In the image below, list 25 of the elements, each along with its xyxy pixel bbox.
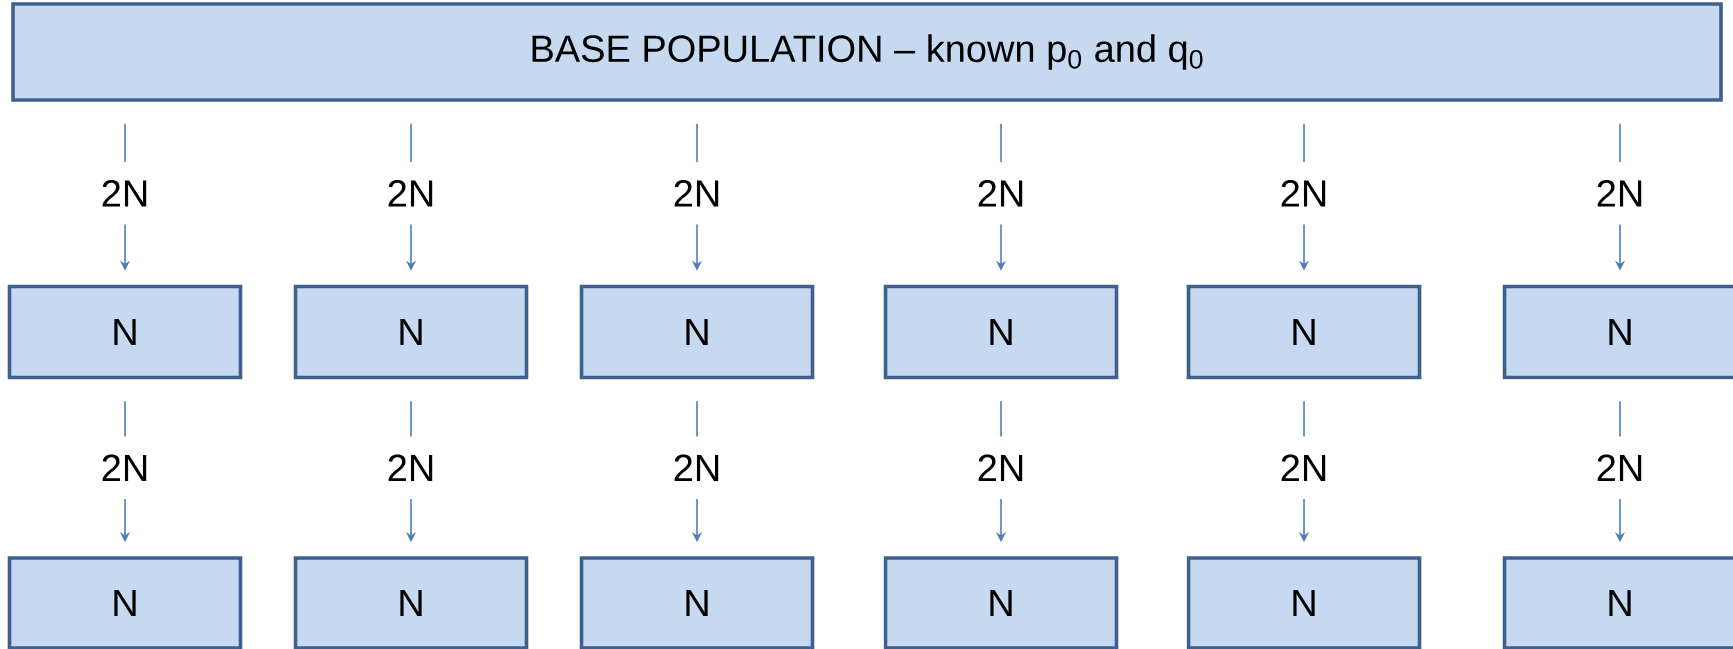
process-box: N	[579, 556, 815, 649]
process-box: N	[579, 284, 815, 380]
process-box: N	[1502, 556, 1733, 649]
process-box: N	[7, 556, 243, 649]
process-box: N	[7, 284, 243, 380]
process-box: N	[883, 284, 1119, 380]
edge-label: 2N	[1591, 162, 1649, 225]
edge-label: 2N	[382, 162, 440, 225]
process-box: N	[1502, 284, 1733, 380]
edge-label: 2N	[972, 436, 1030, 499]
edge-label: 2N	[96, 436, 154, 499]
process-box: N	[293, 556, 529, 649]
process-box: N	[1186, 284, 1422, 380]
edge-label: 2N	[382, 436, 440, 499]
edge-label: 2N	[668, 162, 726, 225]
process-box: N	[293, 284, 529, 380]
edge-label: 2N	[668, 436, 726, 499]
edge-label: 2N	[96, 162, 154, 225]
process-box: N	[1186, 556, 1422, 649]
edge-label: 2N	[1591, 436, 1649, 499]
edge-label: 2N	[1275, 436, 1333, 499]
edge-label: 2N	[1275, 162, 1333, 225]
process-box: BASE POPULATION – known p$_{0}$ and q$_{0}$	[11, 2, 1723, 102]
edge-label: 2N	[972, 162, 1030, 225]
process-box: N	[883, 556, 1119, 649]
